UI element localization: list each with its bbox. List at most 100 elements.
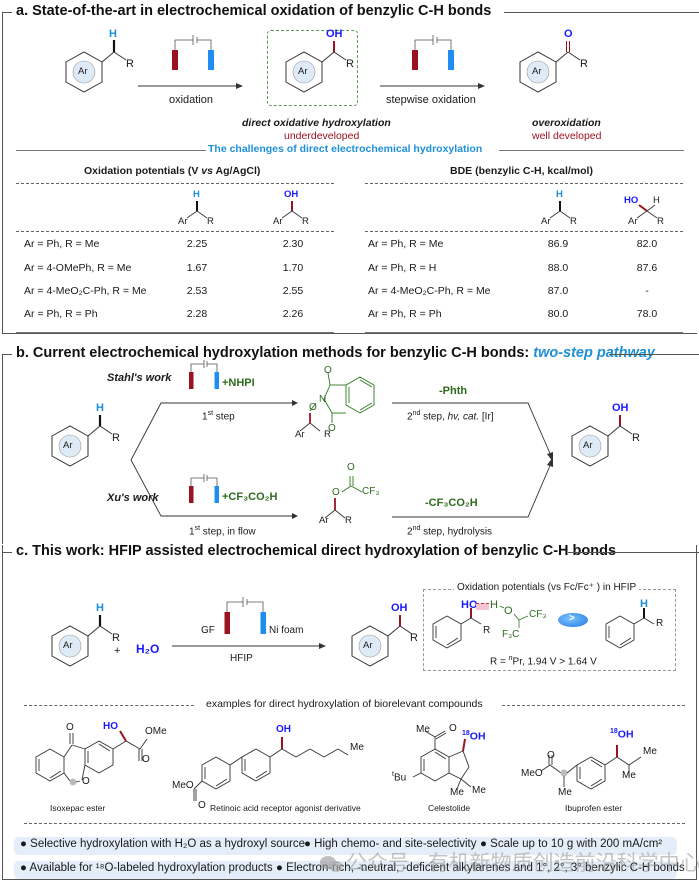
o-atom: O bbox=[347, 462, 355, 473]
title-part: Ag/AgCl) bbox=[212, 165, 261, 177]
o-atom: O bbox=[449, 723, 457, 734]
bottom-step1-label: 1st step, in flow bbox=[189, 525, 256, 537]
coh-structure-header bbox=[636, 204, 658, 219]
plus-sign: + bbox=[114, 645, 121, 657]
step-ordinal: nd bbox=[412, 525, 421, 532]
retinoic-meo-label: MeO bbox=[172, 780, 194, 791]
table-divider bbox=[365, 183, 683, 184]
r-label: R bbox=[657, 216, 664, 227]
ibuprofen-me-label: Me bbox=[622, 770, 636, 781]
oxidation-table-title: Oxidation potentials (V vs Ag/AgCl) bbox=[84, 165, 260, 177]
title-rule-right bbox=[609, 354, 699, 355]
product1-caption: direct oxidative hydroxylation bbox=[242, 117, 391, 129]
challenges-title: The challenges of direct electrochemical… bbox=[208, 143, 483, 155]
title-rule-right bbox=[504, 12, 699, 13]
step-number: 1 bbox=[202, 411, 208, 423]
cf3-label: CF₃ bbox=[529, 609, 547, 620]
anode-label: GF bbox=[201, 625, 215, 636]
h-label: H bbox=[193, 189, 200, 200]
celestolide-structure bbox=[412, 730, 472, 790]
title-part: Oxidation potentials (V bbox=[84, 165, 202, 177]
cf3-group: CF₃ bbox=[362, 486, 380, 497]
electrolysis-cell-icon bbox=[189, 360, 219, 389]
coh-structure-header bbox=[281, 201, 303, 219]
tert-label: t bbox=[392, 771, 394, 778]
examples-divider bbox=[24, 705, 194, 706]
title-rule-left bbox=[2, 12, 12, 13]
row-label: Ar = 4-MeO₂C-Ph, R = Me bbox=[24, 285, 147, 297]
ar-label: Ar bbox=[273, 216, 283, 227]
r-label: R bbox=[112, 632, 120, 644]
ho-label: HO bbox=[624, 195, 639, 206]
step-number: 2 bbox=[407, 411, 413, 423]
feature-item: ● Scale up to 10 g with 200 mA/cm² bbox=[480, 838, 663, 850]
value-coh: - bbox=[645, 285, 649, 297]
ar-label: Ar bbox=[363, 640, 373, 651]
ar-label: Ar bbox=[178, 216, 188, 227]
arrow1-label: oxidation bbox=[169, 94, 214, 106]
branch-arrows bbox=[130, 400, 298, 519]
reactant-benzylic-ch bbox=[51, 415, 113, 467]
water-reagent: H₂O bbox=[136, 642, 160, 656]
divider bbox=[16, 150, 206, 151]
oh-label: OH bbox=[391, 602, 408, 614]
celestolide-tbu-label: tBu bbox=[392, 771, 406, 783]
ar-label: Ar bbox=[63, 440, 73, 451]
celestolide-me-label: Me bbox=[472, 785, 486, 796]
step-ordinal: st bbox=[207, 410, 214, 417]
step-catalyst: [Ir] bbox=[479, 411, 494, 423]
isotope-label: 18 bbox=[462, 730, 470, 737]
feature-item: ● Selective hydroxylation with H₂O as a … bbox=[20, 838, 305, 850]
hfip-structure bbox=[499, 605, 529, 628]
o-atom: O bbox=[328, 423, 336, 434]
table-divider bbox=[16, 231, 334, 232]
ibuprofen-me-label: Me bbox=[643, 746, 657, 757]
r-label: R bbox=[112, 432, 120, 444]
f3c-label: F₃C bbox=[502, 629, 520, 640]
panel-a-title-bar: a. State-of-the-art in electrochemical o… bbox=[2, 2, 699, 22]
footer-sup: n bbox=[508, 655, 513, 662]
h-label: H bbox=[653, 195, 660, 206]
row-label: Ar = Ph, R = Ph bbox=[24, 308, 98, 320]
value-ch: 88.0 bbox=[547, 262, 569, 274]
feature-text: Electron-rich, -neutral, -deficient alky… bbox=[286, 862, 685, 874]
o-atom: O bbox=[324, 365, 332, 376]
top-step2-label: 2nd step, hv, cat. [Ir] bbox=[407, 410, 494, 422]
o-atom: O bbox=[198, 800, 206, 811]
value-ch: 2.28 bbox=[186, 308, 208, 320]
feature-text: Scale up to 10 g with 200 mA/cm² bbox=[490, 838, 663, 850]
value-coh: 2.30 bbox=[282, 238, 304, 250]
step-ordinal: nd bbox=[412, 410, 421, 417]
n-atom: N bbox=[319, 394, 327, 405]
tfa-reagent: +CF₃CO₂H bbox=[222, 491, 278, 503]
value-coh: 1.70 bbox=[282, 262, 304, 274]
bottom-step2-label: 2nd step, hydrolysis bbox=[407, 525, 492, 537]
ch-structure-header bbox=[549, 201, 571, 219]
step-conditions: hv, cat. bbox=[447, 411, 480, 423]
tfa-ester-structure bbox=[324, 476, 363, 519]
reaction-arrow bbox=[138, 83, 243, 89]
top-step1-label: 1st step bbox=[202, 410, 235, 422]
features-divider bbox=[24, 823, 685, 824]
feature-item: ● Available for ¹⁸O-labeled hydroxylatio… bbox=[20, 862, 273, 874]
oh-text: OH bbox=[617, 728, 634, 741]
table-divider bbox=[16, 183, 334, 184]
product-benzylic-alcohol bbox=[285, 41, 347, 93]
h-label: H bbox=[109, 28, 117, 40]
examples-divider bbox=[502, 705, 685, 706]
title-rule-right bbox=[568, 552, 699, 553]
row-label: Ar = 4-MeO₂C-Ph, R = Me bbox=[368, 285, 491, 297]
example-caption: Celestolide bbox=[428, 803, 471, 813]
electrolysis-cell-icon bbox=[172, 35, 214, 70]
reaction-arrow bbox=[172, 643, 326, 649]
phth-removal: -Phth bbox=[439, 385, 468, 397]
oh-label: OH bbox=[284, 189, 299, 200]
title-main: b. Current electrochemical hydroxylation… bbox=[16, 345, 534, 361]
inset-title: Oxidation potentials (vs Fc/Fc⁺ ) in HFI… bbox=[454, 582, 640, 593]
title-rule-left bbox=[2, 354, 12, 355]
nhpi-adduct-structure bbox=[299, 372, 375, 432]
panel-a-title: a. State-of-the-art in electrochemical o… bbox=[16, 3, 492, 19]
r-label: R bbox=[324, 429, 331, 440]
bu-text: Bu bbox=[393, 772, 407, 784]
